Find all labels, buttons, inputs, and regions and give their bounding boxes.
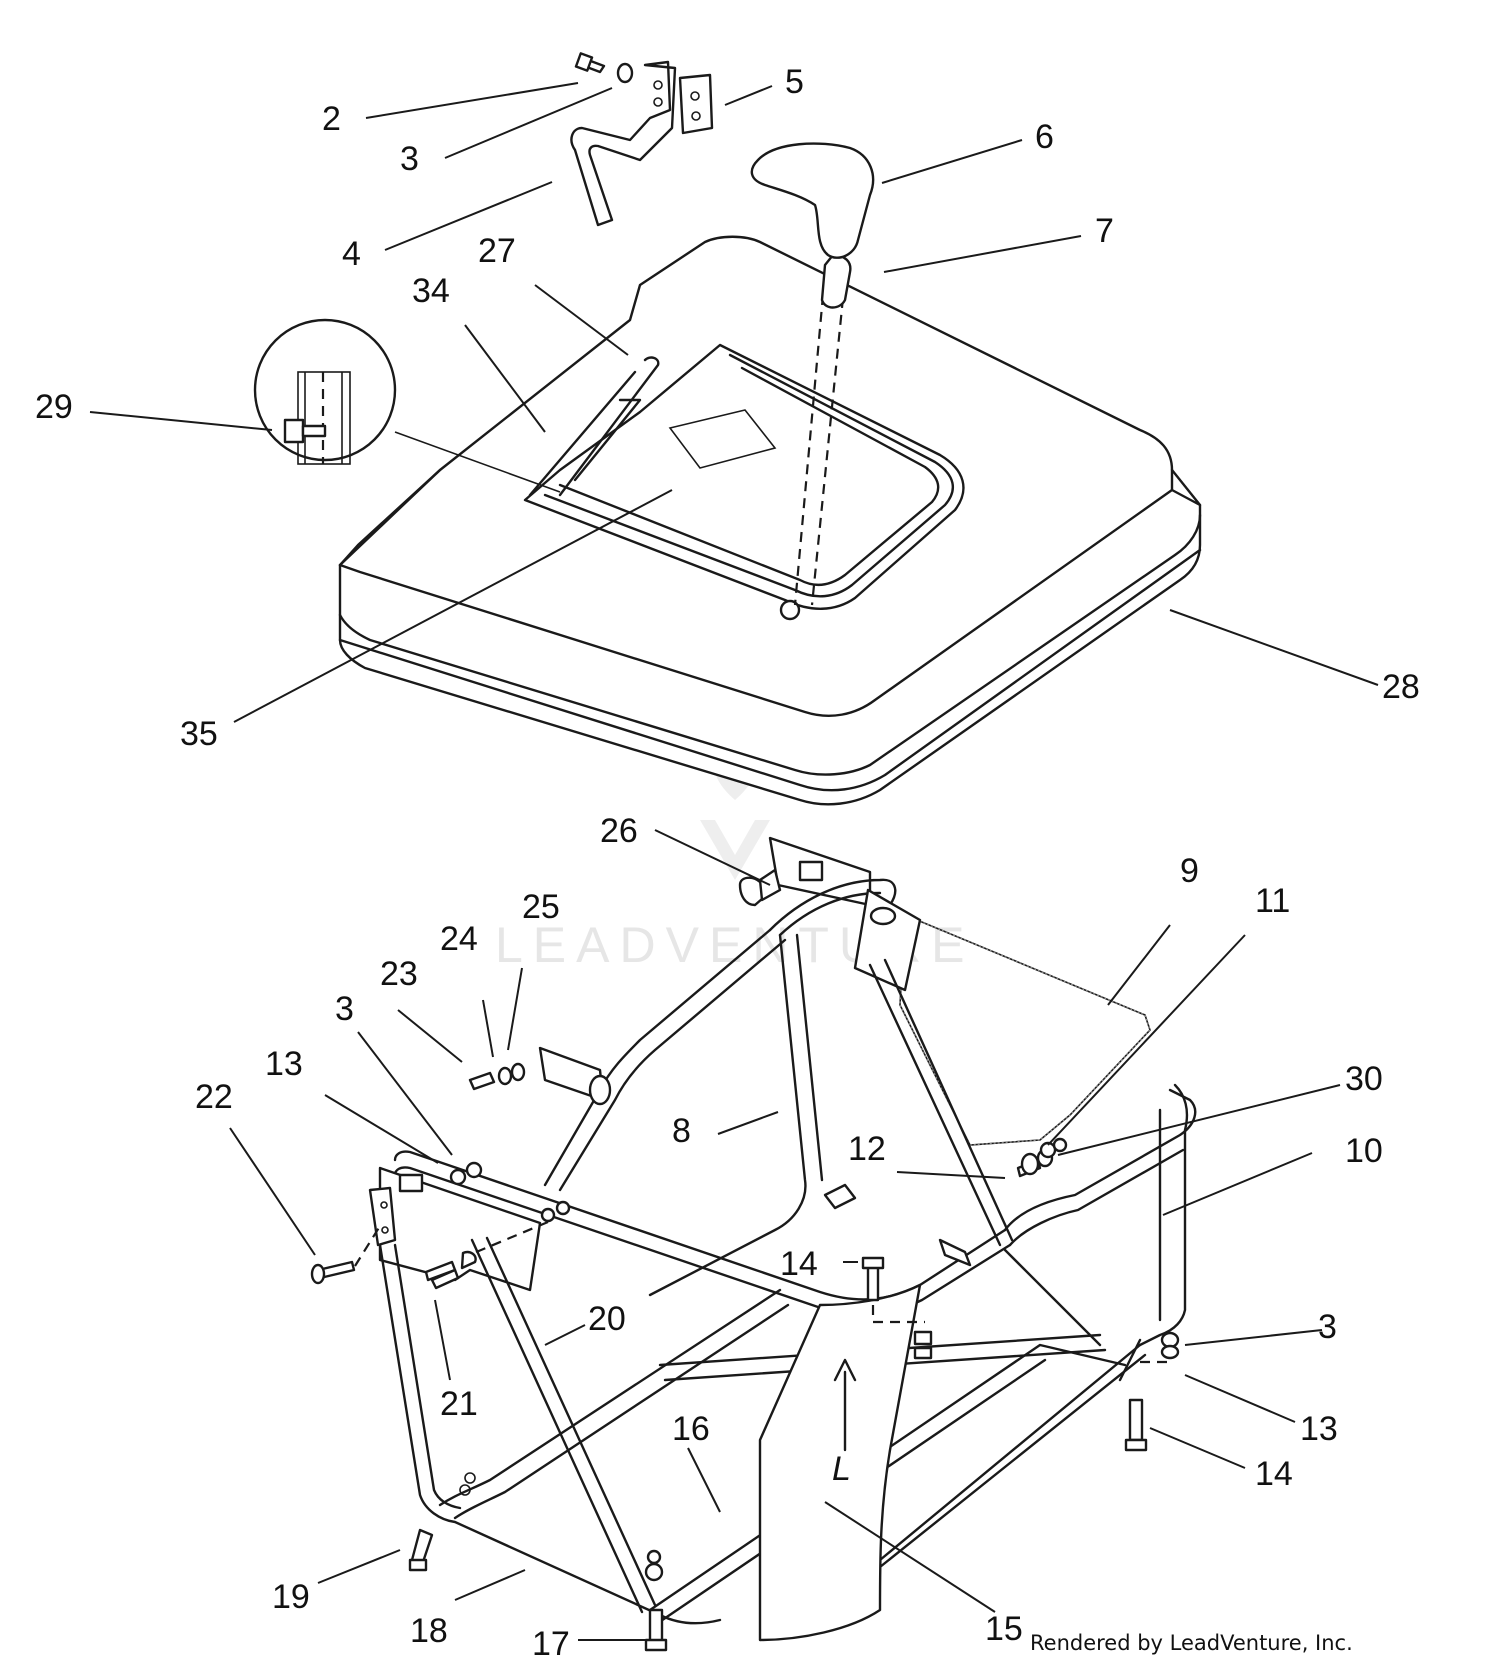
callout-4: 4 [342,235,361,273]
callout-5: 5 [785,63,804,101]
callout-35: 35 [180,715,218,753]
footer-credit: Rendered by LeadVenture, Inc. [1030,1631,1353,1655]
callout-9: 9 [1180,852,1199,890]
callout-8: 8 [672,1112,691,1150]
callout-25: 25 [522,888,560,926]
callout-3-right: 3 [1318,1308,1337,1346]
callout-7: 7 [1095,212,1114,250]
detail-inset [253,318,397,462]
callout-14-right: 14 [1255,1455,1293,1493]
callout-21: 21 [440,1385,478,1423]
arrow-letter-L: L [832,1450,851,1488]
callout-17: 17 [532,1625,570,1660]
plate [678,73,714,135]
top-hardware [570,52,714,227]
callout-24: 24 [440,920,478,958]
callout-28: 28 [1382,668,1420,706]
callout-29: 29 [35,388,73,426]
callout-3: 3 [400,140,419,178]
callout-15: 15 [985,1610,1023,1648]
callout-6: 6 [1035,118,1054,156]
lid-assembly [253,142,1202,806]
callout-34: 34 [412,272,450,310]
callout-10: 10 [1345,1132,1383,1170]
bag-frame-assembly [310,836,1197,1652]
callout-19: 19 [272,1578,310,1616]
callout-30: 30 [1345,1060,1383,1098]
callout-14-center: 14 [780,1245,818,1283]
callout-16: 16 [672,1410,710,1448]
leader-lines [89,82,1379,1641]
callout-27: 27 [478,232,516,270]
callouts: 2 3 5 6 7 4 27 34 29 35 28 26 9 11 25 24… [35,63,1420,1660]
callout-2: 2 [322,100,341,138]
callout-11: 11 [1255,882,1290,920]
callout-3-left: 3 [335,990,354,1028]
callout-23: 23 [380,955,418,993]
callout-13-right: 13 [1300,1410,1338,1448]
callout-20: 20 [588,1300,626,1338]
callout-18: 18 [410,1612,448,1650]
chute [758,1283,922,1642]
center-bracket [853,888,922,992]
bracket [570,60,677,227]
callout-26: 26 [600,812,638,850]
handle-stem [820,253,852,309]
callout-13-left: 13 [265,1045,303,1083]
callout-22: 22 [195,1078,233,1116]
warning-label [668,409,777,469]
callout-12: 12 [848,1130,886,1168]
handle-grip [750,142,875,259]
